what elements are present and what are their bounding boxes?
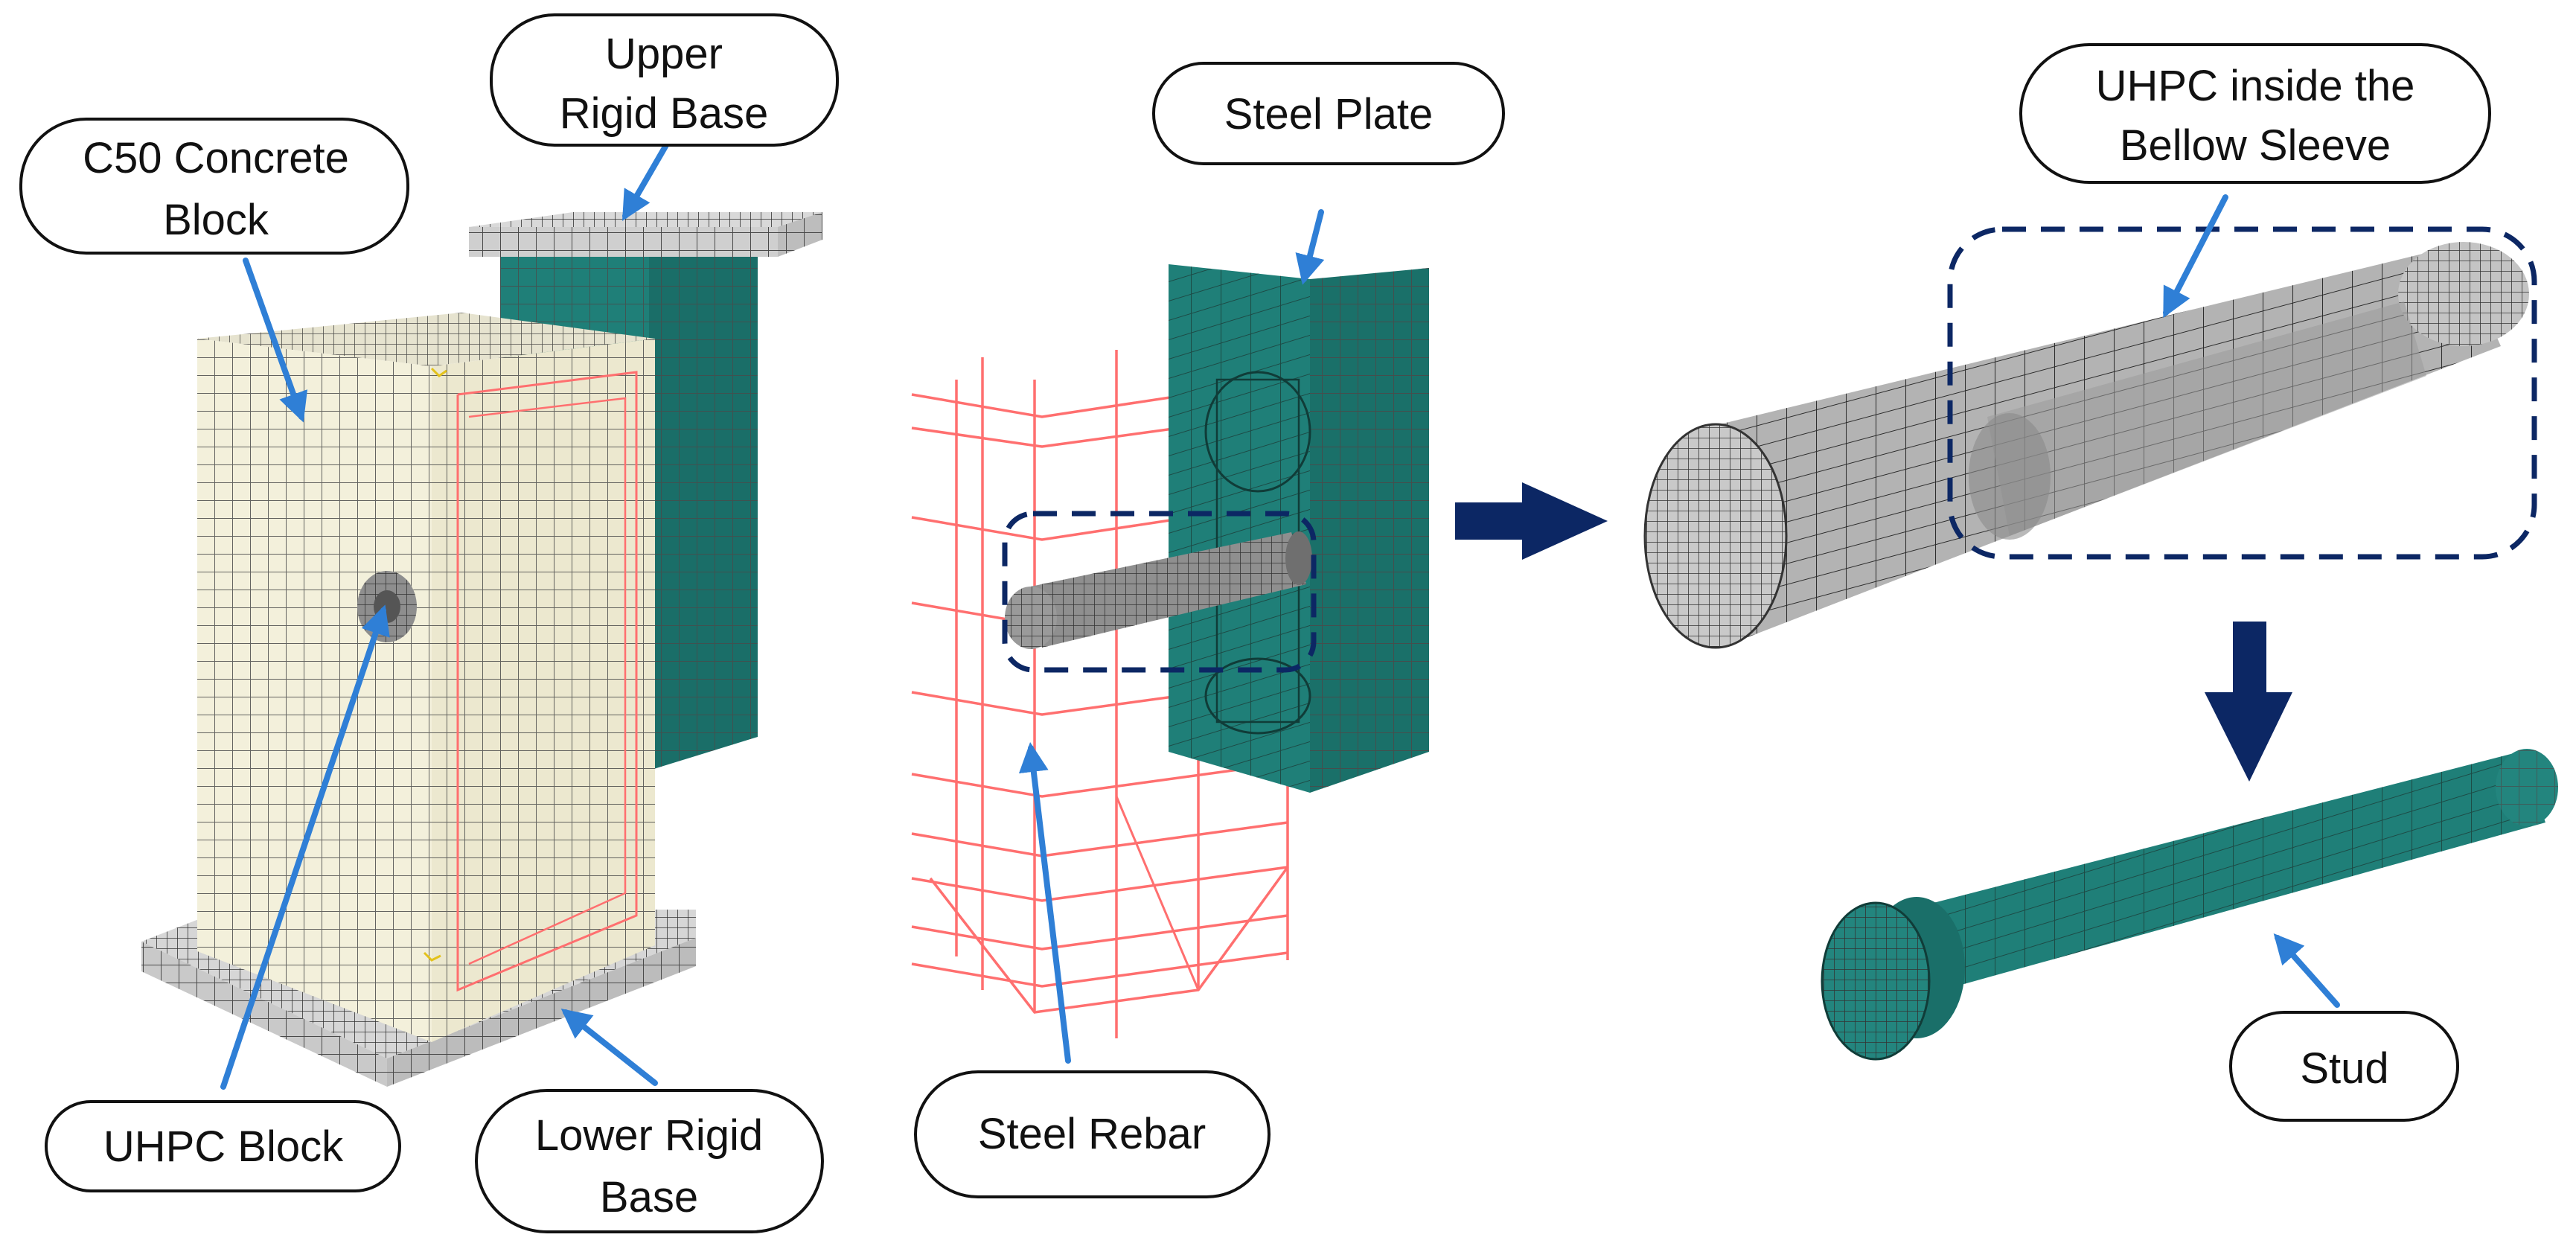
leader-arrows [220,142,2340,1090]
c50-concrete-block-shape [197,313,655,1042]
label-upper-rigid-base: Upper [605,30,723,78]
callout-upper-rigid-base: Upper Rigid Base [490,13,839,147]
upper-rigid-base-shape [469,212,822,257]
label-c50-concrete-block: C50 Concrete [83,134,349,182]
selection-box-middle [1002,511,1317,673]
label-c50-concrete-block-2: Block [163,196,269,244]
label-uhpc-inside-sleeve-2: Bellow Sleeve [2120,121,2391,170]
label-steel-rebar: Steel Rebar [978,1110,1206,1158]
leader-uhpc-inside [2163,194,2228,319]
leader-c50-block [243,258,308,423]
label-uhpc-block: UHPC Block [103,1122,344,1171]
left-assembly [141,212,822,1087]
leader-stud [2273,933,2340,1008]
leader-lower-rigid-base [560,1009,658,1086]
callout-uhpc-inside-sleeve: UHPC inside the Bellow Sleeve [2019,43,2491,184]
label-stud: Stud [2300,1044,2388,1093]
middle-assembly [911,264,1429,1038]
callout-uhpc-block: UHPC Block [45,1100,401,1192]
leader-steel-plate [1295,209,1325,285]
leader-uhpc-block [220,604,390,1090]
callout-steel-rebar: Steel Rebar [914,1070,1271,1198]
flow-arrow-right [1455,482,1608,560]
steel-plate-shape [1169,264,1429,793]
leader-upper-rigid-base [621,142,669,221]
label-uhpc-inside-sleeve: UHPC inside the [2096,62,2415,110]
label-lower-rigid-base: Lower Rigid [535,1111,763,1160]
uhpc-cylinder-shape [1643,242,2529,649]
callout-lower-rigid-base: Lower Rigid Base [475,1089,824,1233]
leader-steel-rebar [1018,742,1071,1064]
flow-arrow-down [2205,622,2292,782]
selection-box-right [1947,226,2537,560]
middle-stud-shape [1005,531,1312,649]
label-upper-rigid-base-2: Rigid Base [560,89,768,138]
callout-steel-plate: Steel Plate [1152,62,1505,165]
label-lower-rigid-base-2: Base [600,1173,698,1221]
stud-shape [1821,749,2558,1061]
label-steel-plate: Steel Plate [1224,90,1434,138]
callout-c50-concrete-block: C50 Concrete Block [19,118,409,255]
callout-stud: Stud [2229,1011,2459,1122]
